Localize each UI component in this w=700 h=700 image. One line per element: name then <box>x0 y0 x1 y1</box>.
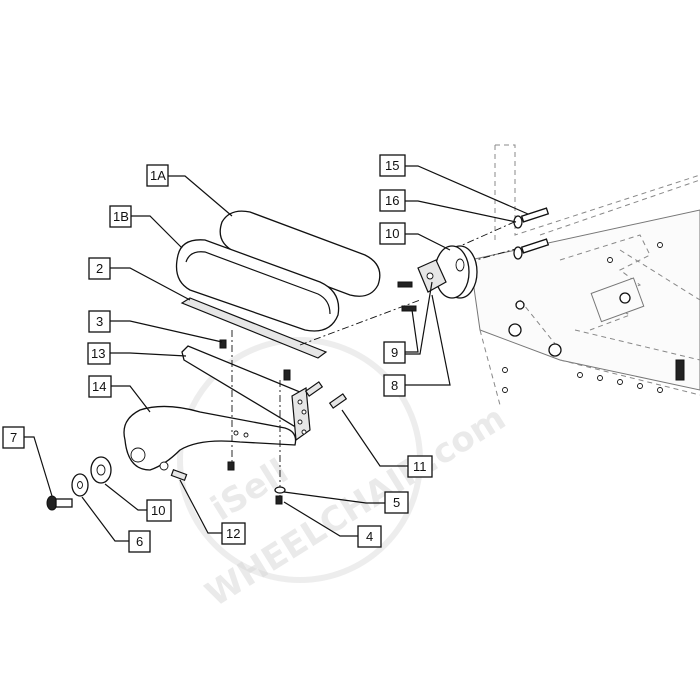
leader-lines <box>24 165 529 542</box>
callout-10-upper: 10 <box>379 222 406 245</box>
callout-9-label: 9 <box>391 345 398 360</box>
mounting-hub-10 <box>434 245 478 299</box>
washer-5 <box>274 486 286 494</box>
pad-base-plate-2 <box>180 297 328 359</box>
callout-10-lower-label: 10 <box>151 503 165 518</box>
callout-4: 4 <box>357 525 382 548</box>
callout-1b-label: 1B <box>113 209 129 224</box>
pad-1b-seam <box>185 251 331 315</box>
callout-2-label: 2 <box>96 261 103 276</box>
callout-2: 2 <box>88 257 111 280</box>
support-arm-14 <box>123 405 297 471</box>
bolt-11 <box>304 381 348 409</box>
callout-3: 3 <box>88 310 111 333</box>
washer-6 <box>71 473 89 497</box>
screw-3 <box>219 339 227 349</box>
callout-14: 14 <box>88 375 112 398</box>
callout-1a-label: 1A <box>150 168 166 183</box>
callout-15-label: 15 <box>385 158 399 173</box>
callout-5-label: 5 <box>393 495 400 510</box>
wheelchair-frame <box>469 144 700 406</box>
bolt-15 <box>520 207 550 254</box>
callout-1a: 1A <box>146 164 169 187</box>
callout-7: 7 <box>2 426 25 449</box>
armrest-pad-1a <box>219 210 381 297</box>
spacer-10 <box>90 456 112 484</box>
arm-slot-holes <box>233 430 249 438</box>
armrest-pad-1b <box>175 239 340 332</box>
callout-11-label: 11 <box>413 459 427 474</box>
callout-7-label: 7 <box>10 430 17 445</box>
washer-16 <box>513 215 523 260</box>
callout-13: 13 <box>87 342 111 365</box>
callout-14-label: 14 <box>92 379 106 394</box>
screw-12 <box>170 469 188 481</box>
callout-12-label: 12 <box>226 526 240 541</box>
callout-4-label: 4 <box>366 529 373 544</box>
screw-13-bar <box>283 369 291 381</box>
callout-8-label: 8 <box>391 378 398 393</box>
callout-10-lower: 10 <box>146 499 172 522</box>
callout-6: 6 <box>128 530 151 553</box>
callout-1b: 1B <box>109 205 132 228</box>
callout-12: 12 <box>221 522 246 545</box>
callout-3-label: 3 <box>96 314 103 329</box>
callout-15: 15 <box>379 154 406 177</box>
bracket-holes <box>297 399 307 435</box>
callout-6-label: 6 <box>136 534 143 549</box>
callout-5: 5 <box>384 491 409 514</box>
clamp-block-9 <box>417 259 447 293</box>
callout-8: 8 <box>383 374 406 397</box>
mounting-bar-13-bracket <box>291 387 311 442</box>
callout-16: 16 <box>379 189 406 212</box>
support-arm-pivot-hole <box>130 447 146 463</box>
callout-11: 11 <box>407 455 433 478</box>
callout-16-label: 16 <box>385 193 399 208</box>
clamp-screw-8 <box>397 281 417 312</box>
support-arm-side-hole <box>159 461 169 471</box>
pivot-bolt-7 <box>46 495 73 511</box>
callout-10-upper-label: 10 <box>385 226 399 241</box>
callout-9: 9 <box>383 341 406 364</box>
callout-13-label: 13 <box>91 346 105 361</box>
screw-under-arm <box>227 461 235 471</box>
screw-4 <box>275 495 283 505</box>
